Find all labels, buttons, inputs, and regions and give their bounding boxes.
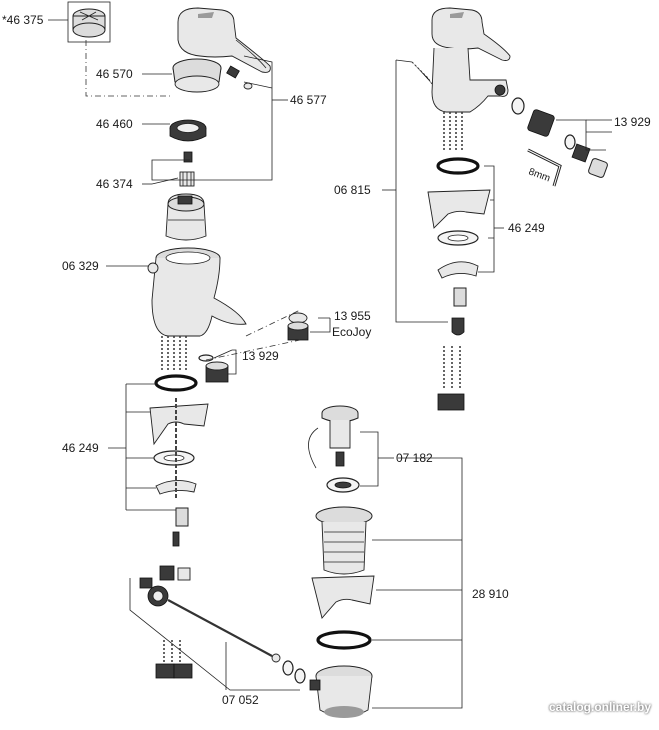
bidet-washer-part [437, 230, 479, 246]
label-13955: 13 955 [334, 309, 371, 323]
label-46375: *46 375 [2, 13, 44, 27]
label-06329: 06 329 [62, 259, 99, 273]
label-ecojoy: EcoJoy [332, 325, 371, 339]
popup-seal-part [326, 477, 360, 493]
gasket-left-part [149, 403, 209, 446]
allen-wrench-part [527, 148, 562, 187]
label-13929-right: 13 929 [614, 115, 651, 129]
label-07182: 07 182 [396, 451, 433, 465]
washer-left-part [153, 450, 195, 466]
bidet-aerator-part [511, 97, 608, 178]
label-13929-left: 13 929 [242, 349, 279, 363]
label-wrench-size: 8mm [527, 166, 552, 184]
label-46249-left: 46 249 [62, 441, 99, 455]
label-46249-right: 46 249 [508, 221, 545, 235]
handle-cap-part [172, 58, 222, 93]
waste-gasket-part [311, 575, 375, 619]
bidet-o-ring-part [436, 157, 480, 175]
bidet-lever-part [431, 7, 511, 61]
threaded-rod-part [172, 398, 180, 547]
waste-body-part [309, 665, 373, 718]
bidet-chain-part [411, 61, 433, 85]
watermark: catalog.onliner.by [548, 700, 651, 714]
label-06815: 06 815 [334, 183, 371, 197]
leader-lines [48, 19, 612, 709]
supply-hose-part [161, 336, 187, 372]
popup-lever-part [139, 565, 306, 684]
bidet-hose-part [437, 346, 465, 411]
cartridge-body-part [165, 193, 207, 241]
bidet-nut-part [451, 287, 467, 336]
waste-flange-part [315, 506, 373, 575]
set-screw-part [226, 65, 253, 90]
label-28910: 28 910 [472, 587, 509, 601]
ecojoy-aerator-part [287, 312, 309, 341]
bidet-clamp-part [437, 261, 479, 279]
faucet-body-part [147, 247, 247, 337]
bidet-body-part [431, 47, 509, 150]
label-46570: 46 570 [96, 67, 133, 81]
bidet-gasket-part [427, 189, 491, 229]
label-46460: 46 460 [96, 117, 133, 131]
lever-handle-part [177, 7, 271, 73]
aerator-left-part [198, 354, 229, 383]
ring-nut-part [169, 119, 207, 142]
cartridge-cap-part [67, 1, 111, 43]
waste-o-ring-part [316, 630, 372, 650]
o-ring-left-part [154, 374, 198, 392]
hose-connector-part [155, 640, 193, 679]
popup-plug-part [308, 405, 359, 469]
label-46577: 46 577 [290, 93, 327, 107]
label-07052: 07 052 [222, 693, 259, 707]
label-46374: 46 374 [96, 177, 133, 191]
clamp-left-part [155, 480, 197, 495]
cartridge-screw-part [179, 151, 195, 187]
fixing-nut-left-part [175, 507, 189, 527]
